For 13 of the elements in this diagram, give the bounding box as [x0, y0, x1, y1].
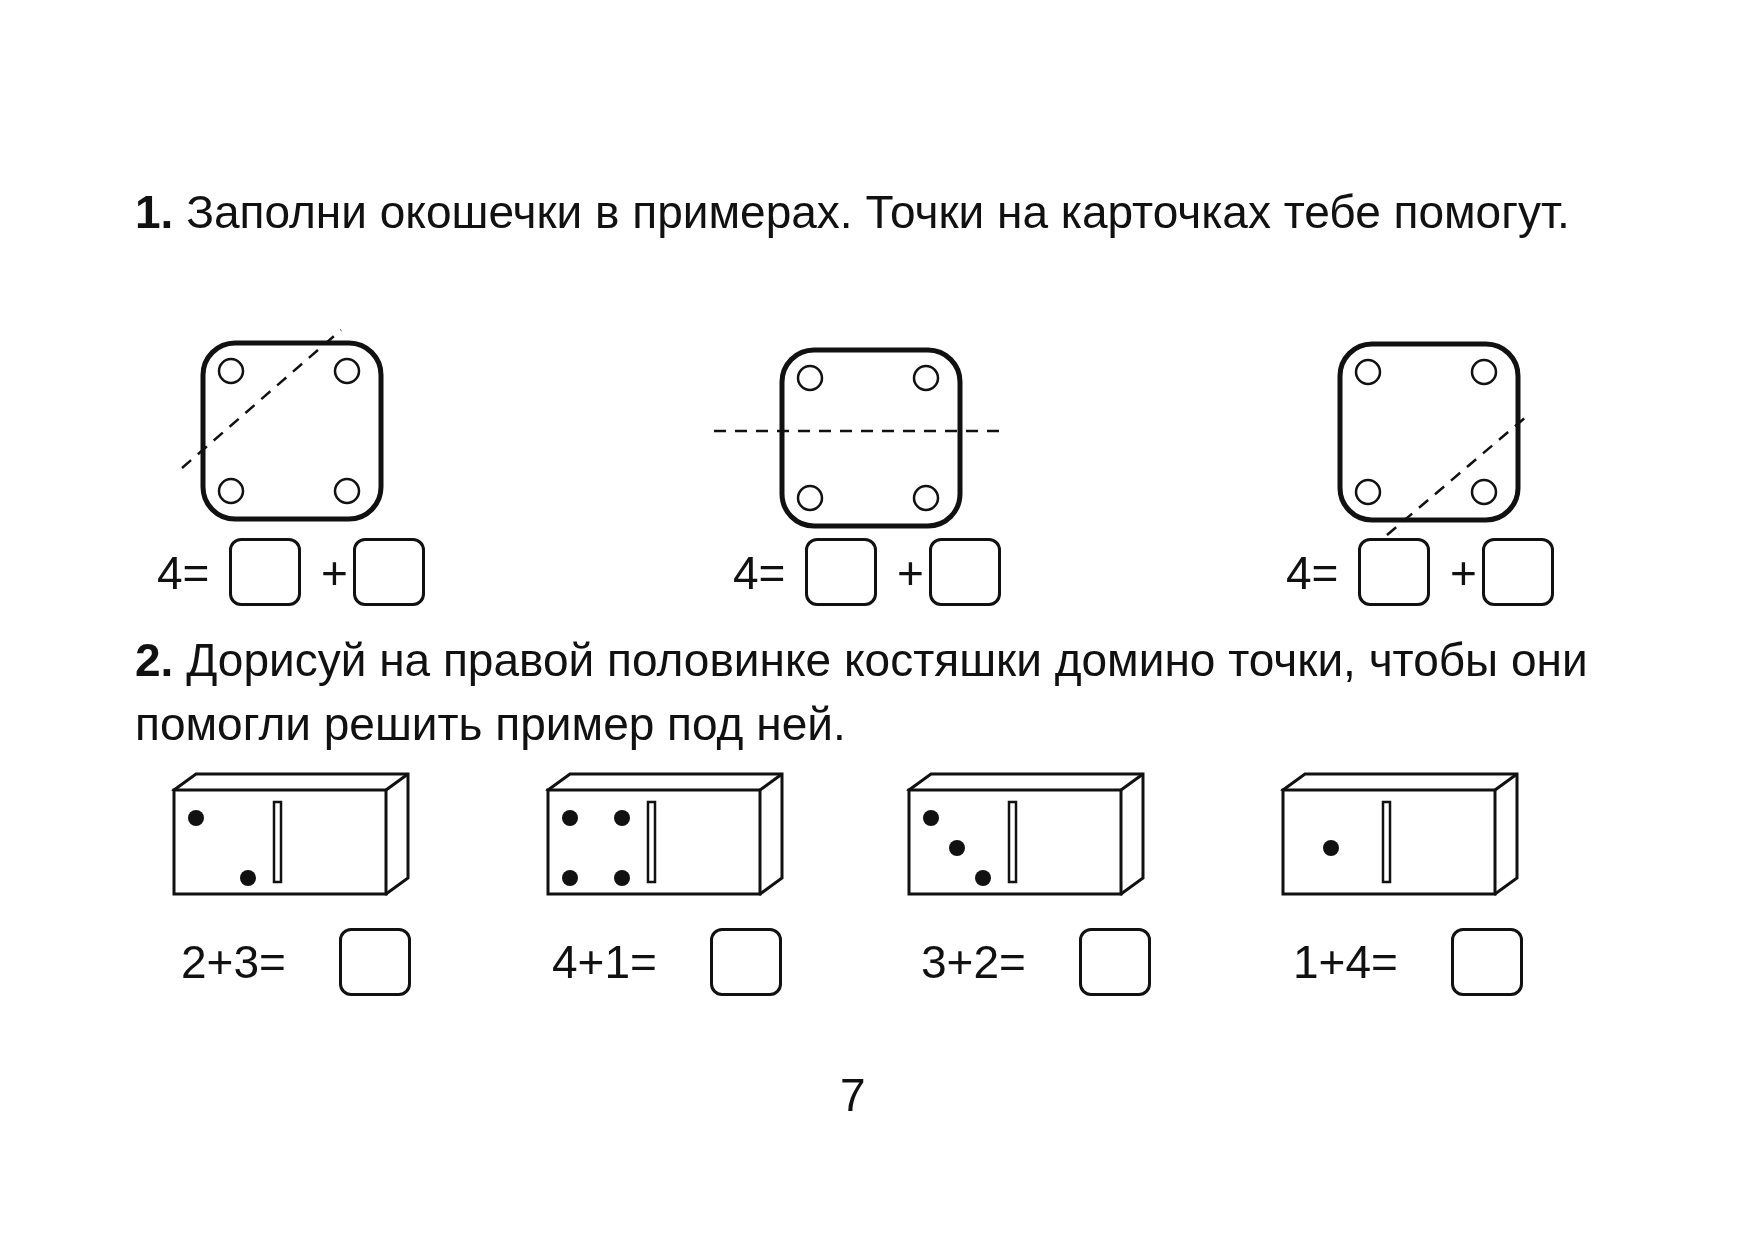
equation-text: 4= [1286, 548, 1339, 598]
equation-text: 1+4= [1293, 937, 1398, 987]
equation-text: 3+2= [921, 937, 1026, 987]
equation-text: 4= [733, 548, 786, 598]
plus-sign: + [321, 548, 348, 598]
page-number: 7 [840, 1070, 866, 1120]
equation-text: 4= [157, 548, 210, 598]
instruction-text: 2. Дорисуй на правой половинке костяшки домино точки, чтобы они помогли решить пример под ней. [135, 633, 1589, 752]
equation-text: 2+3= [181, 937, 286, 987]
instruction-text: 1. Заполни окошечки в примерах. Точки на карточках тебе помогут. [135, 185, 1571, 240]
plus-sign: + [897, 548, 924, 598]
plus-sign: + [1450, 548, 1477, 598]
equation-text: 4+1= [552, 937, 657, 987]
